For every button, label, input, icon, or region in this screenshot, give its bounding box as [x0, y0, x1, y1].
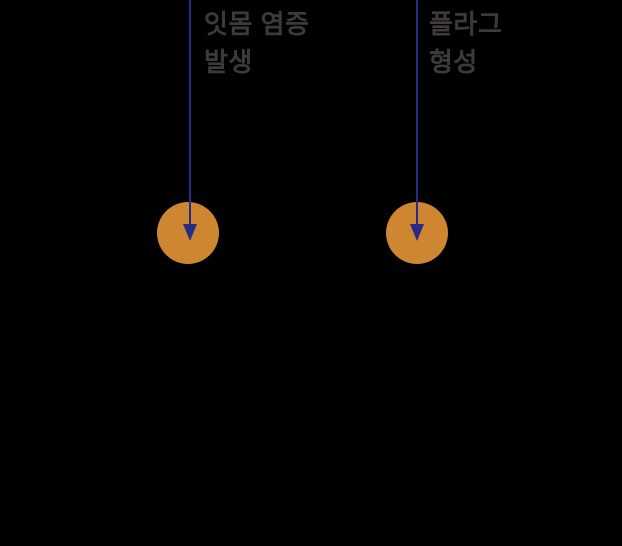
annotation-text-line: 플라그	[429, 9, 503, 39]
down-arrow-icon	[183, 0, 197, 241]
annotation-label-gum-inflammation: 잇몸 염증 발생	[204, 5, 309, 81]
arrow-head-icon	[183, 224, 197, 241]
annotation-label-plaque-formation: 플라그 형성	[429, 5, 502, 81]
down-arrow-icon	[410, 0, 424, 241]
annotation-text-line: 발생	[204, 47, 253, 77]
annotation-text-line: 형성	[429, 47, 478, 77]
annotation-text-line: 잇몸 염증	[204, 9, 310, 39]
arrow-head-icon	[410, 224, 424, 241]
